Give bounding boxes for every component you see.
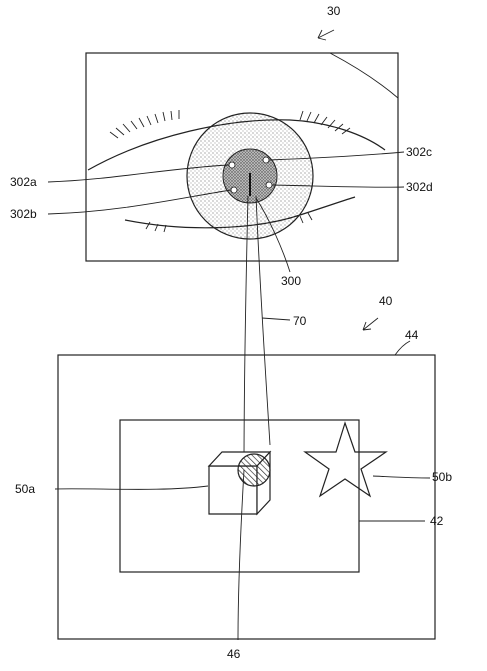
star-object — [303, 421, 388, 498]
display-arrow — [362, 317, 379, 331]
label-50b: 50b — [432, 470, 452, 484]
display-frame-leader — [394, 340, 411, 356]
label-70: 70 — [293, 314, 307, 328]
eyelashes — [109, 110, 351, 233]
eye-image-panel — [85, 52, 399, 262]
labels: 30 302a 302b 302c 302d 300 70 40 44 42 5… — [10, 4, 452, 661]
label-300: 300 — [281, 274, 301, 288]
label-302a: 302a — [10, 175, 37, 189]
eyebrow-curve — [329, 52, 399, 99]
corneal-reflection-302a — [228, 161, 236, 169]
label-44: 44 — [405, 328, 419, 342]
display-leader-lines — [54, 469, 431, 641]
display-outer-frame — [57, 354, 436, 640]
eye-leader-lines — [47, 29, 405, 273]
label-42: 42 — [430, 514, 444, 528]
corneal-reflection-302b — [230, 186, 238, 194]
label-302b: 302b — [10, 207, 37, 221]
label-302c: 302c — [406, 145, 432, 159]
label-50a: 50a — [15, 482, 35, 496]
label-302d: 302d — [406, 180, 433, 194]
eye-image-frame — [85, 52, 399, 262]
label-46: 46 — [227, 647, 241, 661]
label-40: 40 — [379, 294, 393, 308]
corneal-reflection-302c — [262, 156, 270, 164]
corneal-reflection-302d — [265, 181, 273, 189]
label-30: 30 — [327, 4, 341, 18]
gaze-point-46 — [237, 453, 271, 487]
